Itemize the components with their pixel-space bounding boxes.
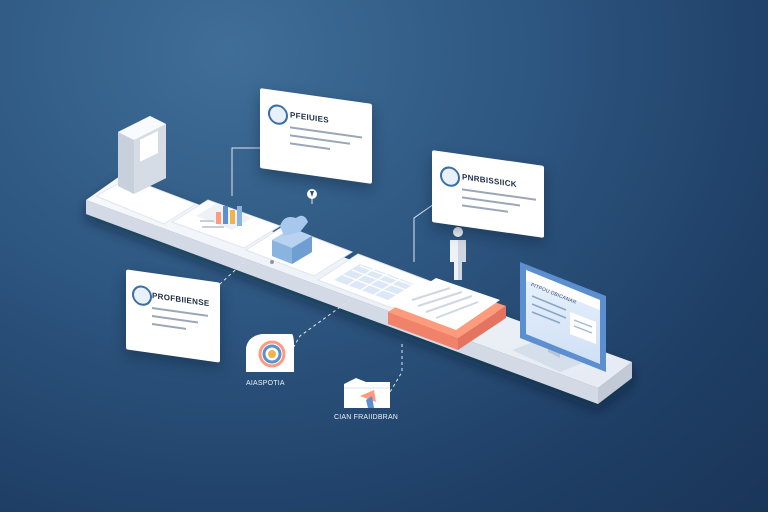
callout-title: PROFBIIENSE — [152, 291, 210, 309]
tile-server[interactable] — [94, 177, 198, 225]
callout-badge-icon — [440, 165, 460, 189]
analytics-icon[interactable] — [246, 334, 294, 372]
pin-icon — [307, 189, 317, 199]
callout-text-line — [462, 204, 508, 213]
analytics-label: AIASPOTIA — [246, 380, 285, 387]
server-icon — [118, 116, 166, 194]
callout-text-line — [152, 315, 198, 324]
callout-text-line — [290, 142, 330, 150]
callout-top[interactable]: PFEIUIES — [260, 88, 372, 184]
callout-text-line — [152, 323, 186, 330]
callout-badge-icon — [132, 284, 152, 308]
cloud-block-icon — [270, 215, 312, 264]
callout-title: PNRBISSIICK — [462, 172, 517, 190]
callout-badge-icon — [268, 103, 288, 127]
folder-icon[interactable] — [344, 378, 390, 408]
document-stack-icon — [388, 278, 506, 350]
callout-left[interactable]: PROFBIIENSE — [126, 269, 220, 363]
person-icon — [450, 227, 466, 280]
cloud-label: CIAN FRAIIDBRAN — [334, 414, 399, 421]
callout-title: PFEIUIES — [290, 110, 329, 125]
bar-chart-icon — [196, 204, 252, 230]
connector-lines — [185, 147, 435, 393]
data-grid-icon — [334, 264, 415, 300]
monitor-icon[interactable] — [512, 262, 606, 372]
